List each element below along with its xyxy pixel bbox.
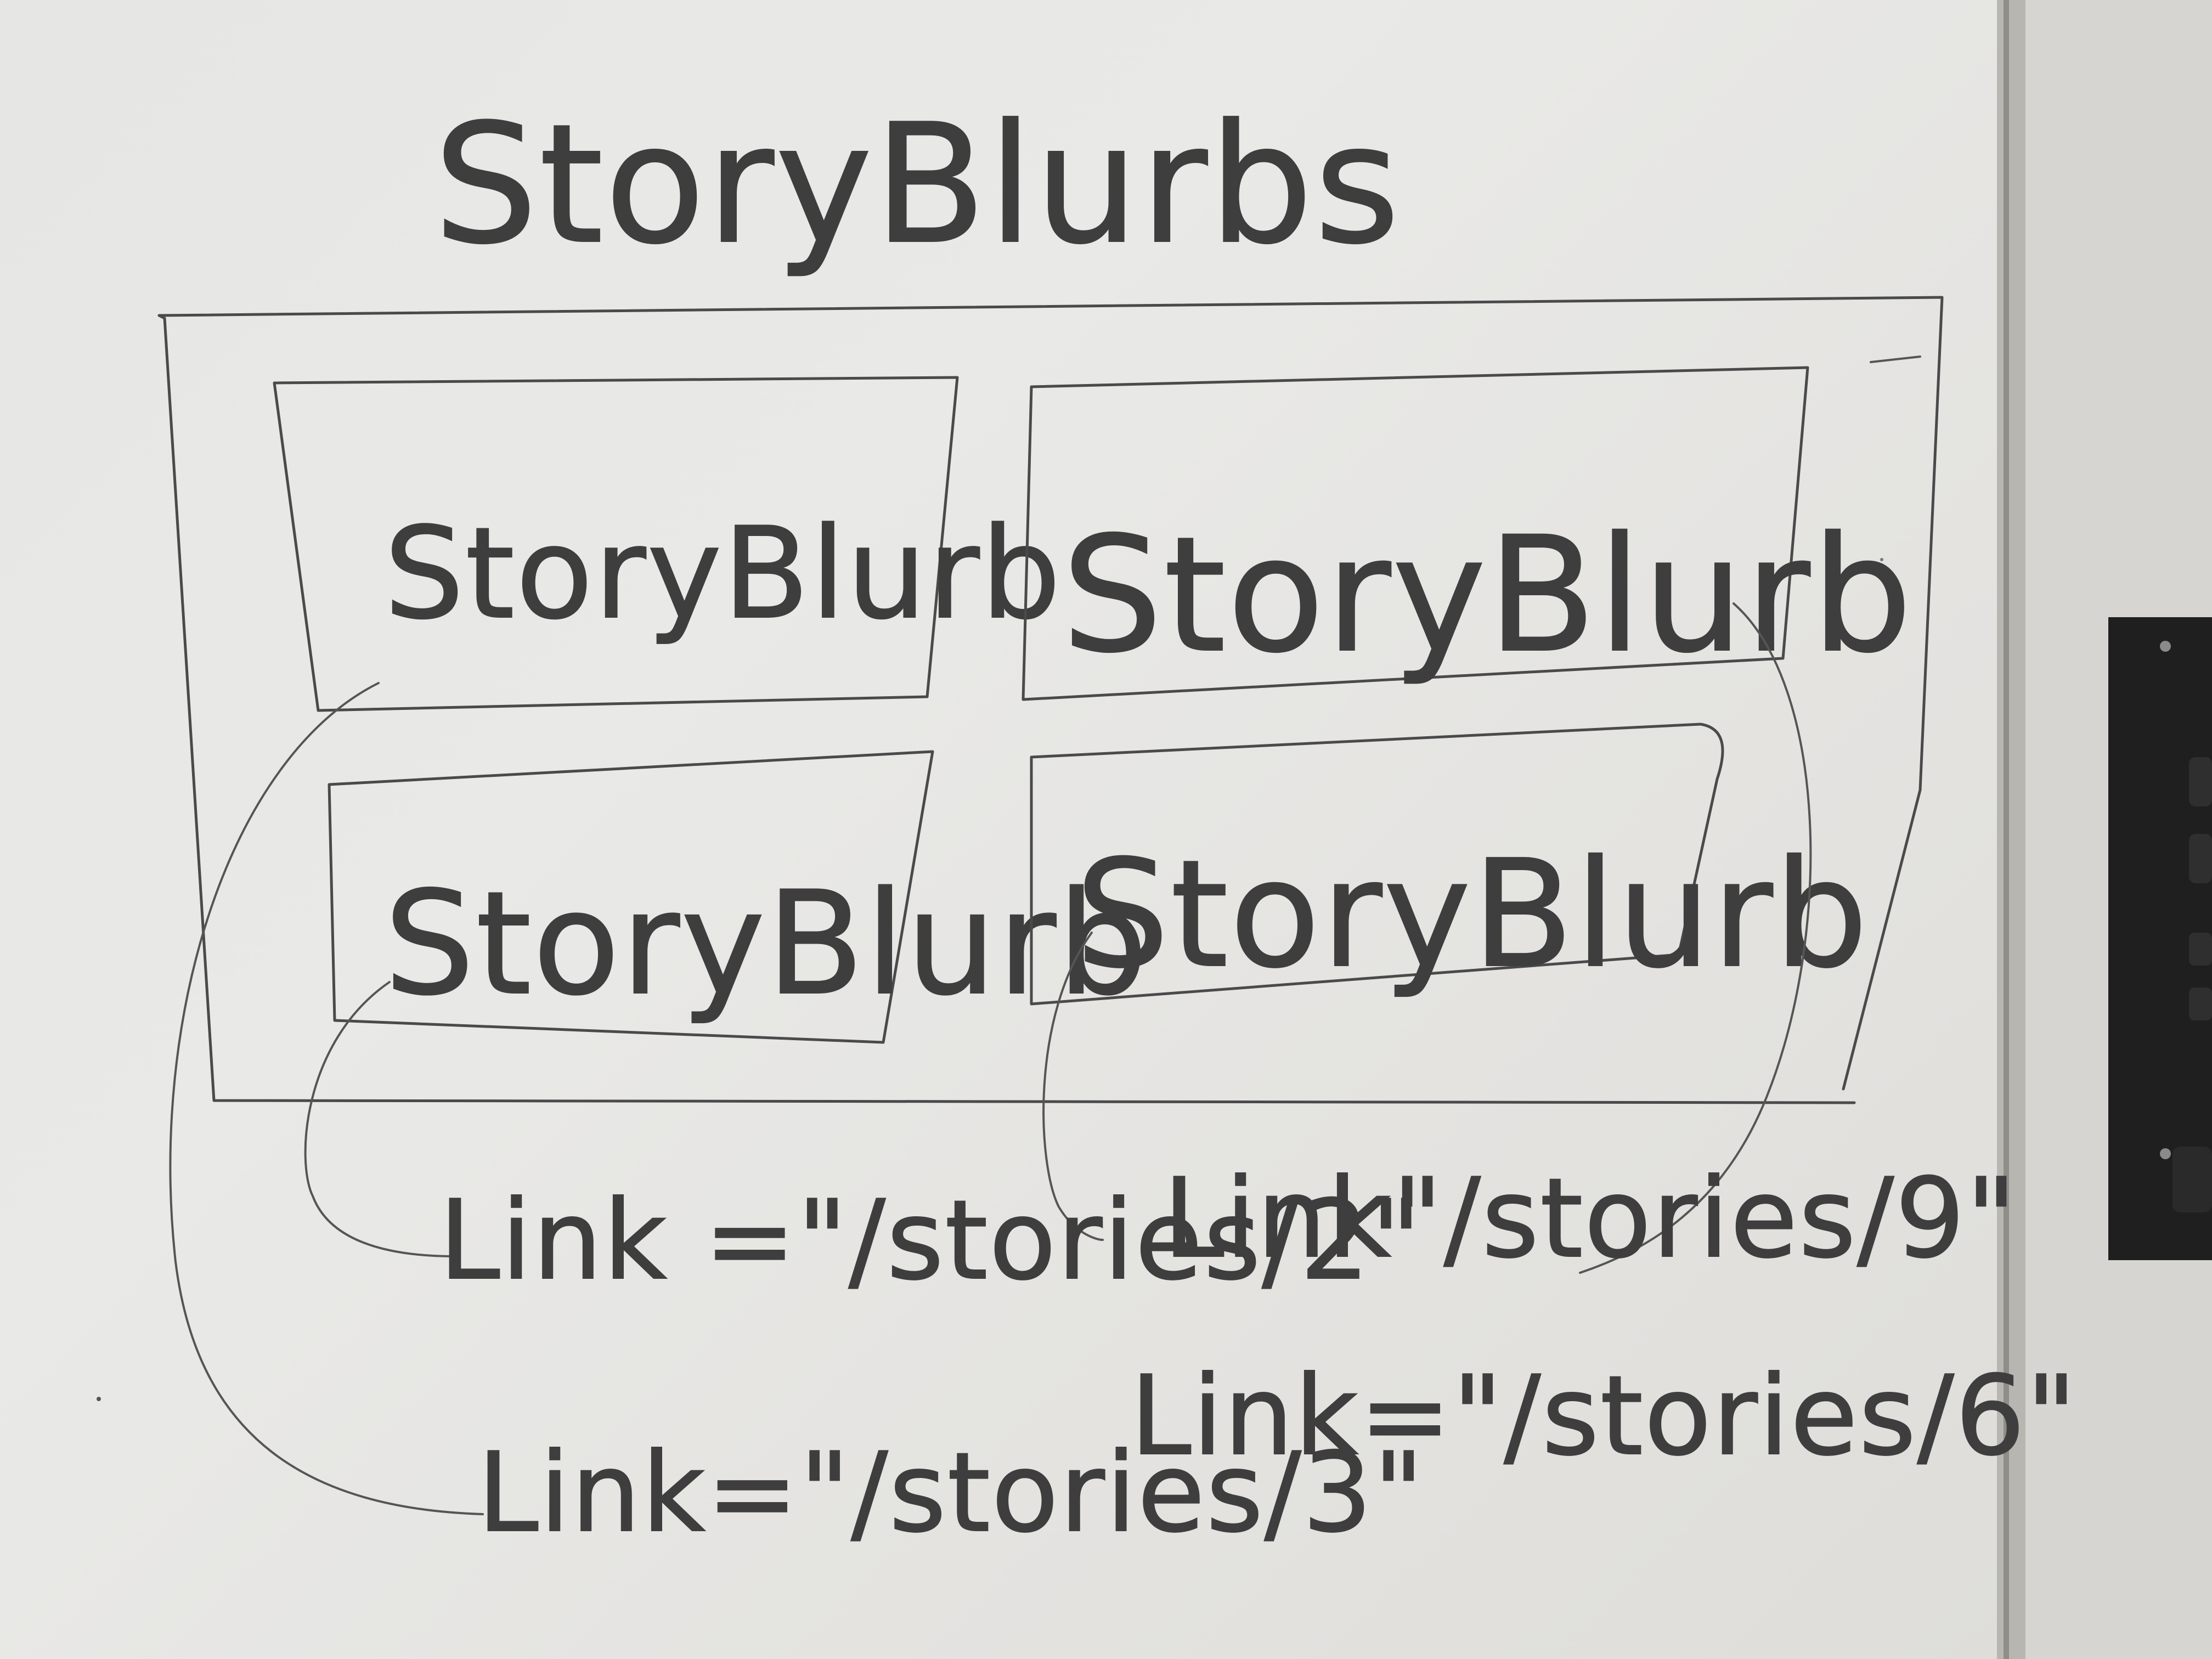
- blurb-label-4: StoryBlurb: [1075, 828, 1869, 1001]
- link-stories-9: Link"/stories/9": [1163, 1155, 2018, 1283]
- link-stories-2: Link ="/stories/2": [439, 1177, 1423, 1305]
- connector-4: [1042, 932, 1104, 1241]
- blurb-box-2: StoryBlurb: [1022, 366, 1914, 701]
- blurb-label-3: StoryBlurb: [384, 861, 1149, 1027]
- blurb-label-2: StoryBlurb: [1062, 503, 1914, 688]
- blurb-label-1: StoryBlurb: [384, 501, 1062, 647]
- board-speck: [1880, 558, 1883, 561]
- diagram-title: StoryBlurbs: [433, 89, 1401, 280]
- container-tick: [1870, 356, 1921, 363]
- blurb-box-4: StoryBlurb: [1030, 723, 1869, 1006]
- blurb-box-3: StoryBlurb: [328, 750, 1149, 1044]
- container-box: [157, 296, 1944, 1104]
- link-stories-3: Link="/stories/3": [477, 1429, 1425, 1557]
- connector-2: [1579, 602, 1812, 1274]
- wall-panel: [2108, 617, 2212, 1260]
- connector-1: [169, 682, 484, 1515]
- link-stories-6: Link="/stories/6": [1130, 1352, 2078, 1480]
- connector-3: [304, 981, 456, 1257]
- board-speck: [97, 1397, 101, 1401]
- blurb-box-1: StoryBlurb: [273, 376, 1062, 712]
